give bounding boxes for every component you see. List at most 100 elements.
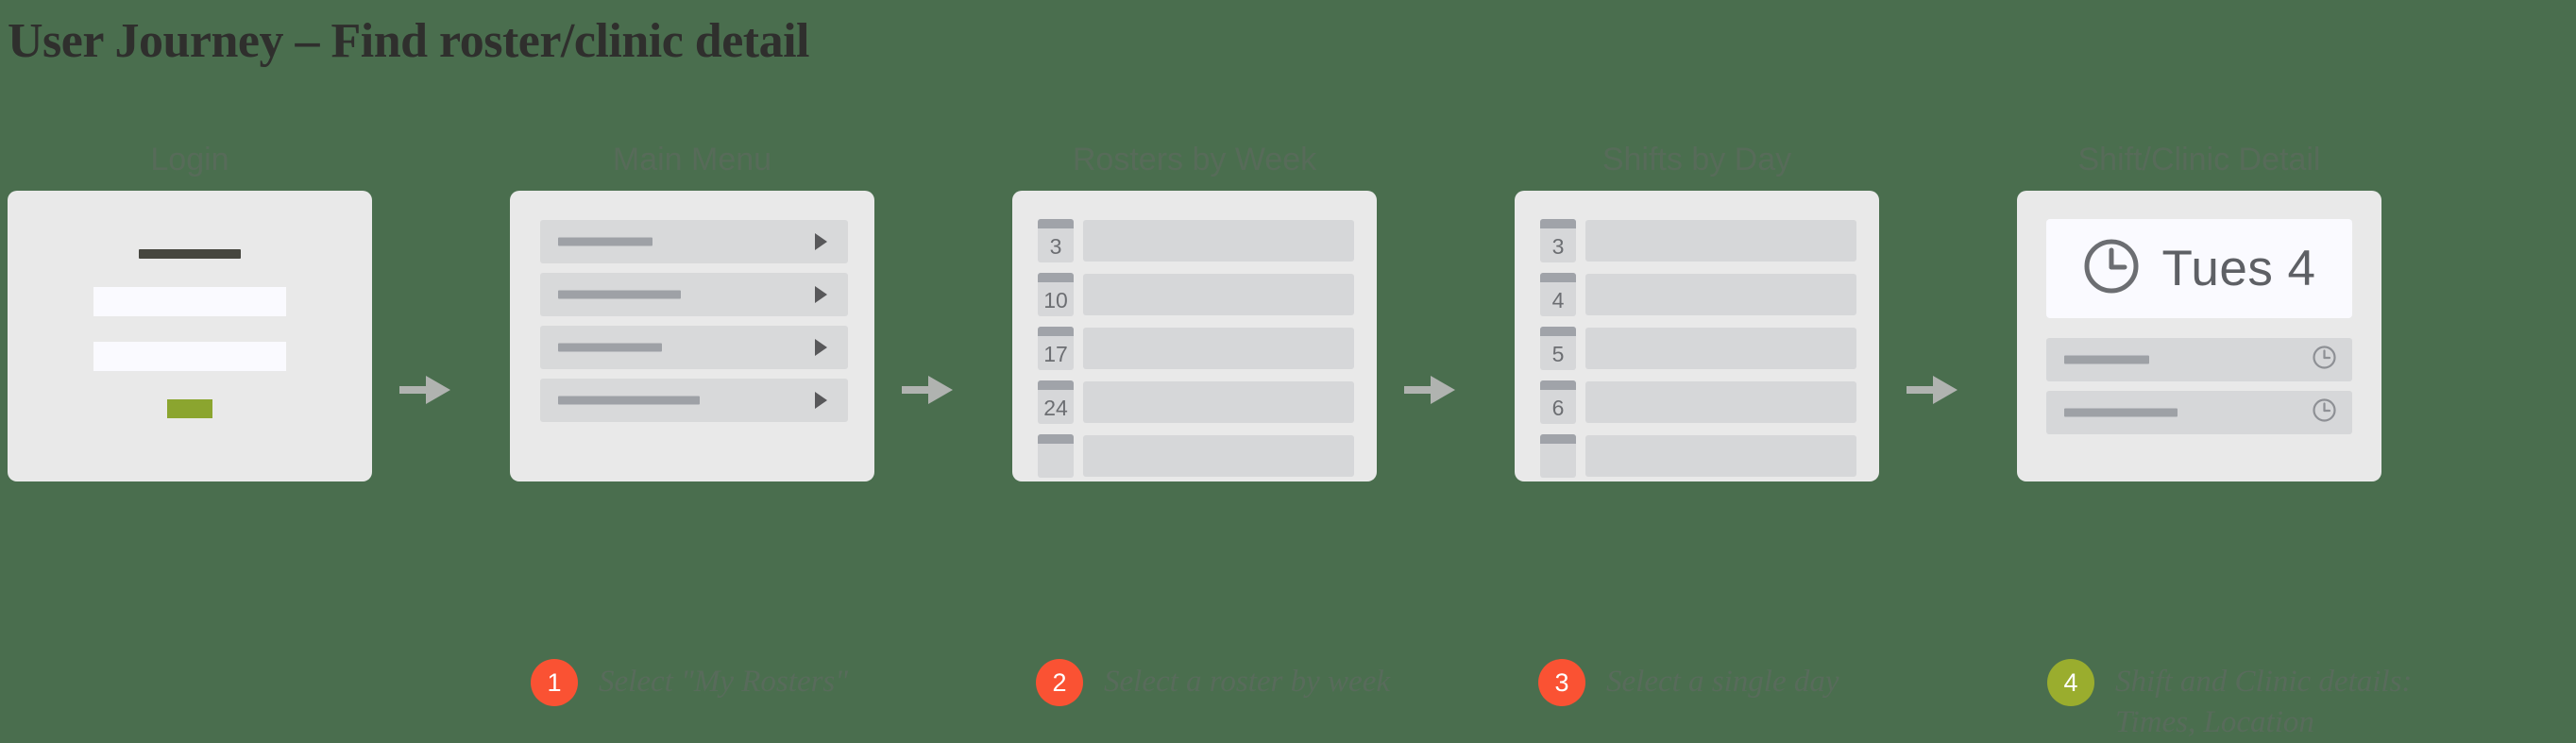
clock-icon: [2312, 345, 2337, 375]
step-3: 3 Select a single day: [1538, 659, 1839, 706]
date-chip-header: [1540, 219, 1576, 228]
step-caption: Shift and Clinic details: Times, Locatio…: [2115, 665, 2413, 739]
arrow-shaft: [1404, 386, 1436, 394]
week-list: 3 10 17: [1038, 219, 1354, 481]
day-row[interactable]: 6: [1540, 380, 1856, 424]
day-row[interactable]: 5: [1540, 327, 1856, 370]
day-row[interactable]: [1540, 434, 1856, 478]
date-chip: 5: [1540, 327, 1576, 370]
menu-item[interactable]: [540, 326, 848, 369]
phone-screen-rosters-by-week: 3 10 17: [1012, 191, 1377, 481]
step-caption: Select a roster by week: [1104, 665, 1390, 699]
date-chip: [1540, 434, 1576, 478]
arrow-shifts-to-detail: [1907, 376, 1957, 404]
week-row[interactable]: 24: [1038, 380, 1354, 424]
date-chip-number: 4: [1551, 288, 1565, 312]
date-chip-header: [1038, 434, 1074, 444]
date-chip-number: 10: [1043, 288, 1068, 312]
date-chip-header: [1038, 219, 1074, 228]
date-chip: 24: [1038, 380, 1074, 424]
detail-row[interactable]: [2046, 391, 2352, 434]
date-chip-number: 17: [1043, 342, 1068, 366]
stage-login: Login: [8, 142, 372, 481]
arrow-rosters-to-shifts: [1404, 376, 1455, 404]
chevron-right-icon: [815, 286, 827, 303]
arrow-head: [1431, 376, 1455, 404]
phone-screen-shift-clinic-detail: Tues 4: [2017, 191, 2381, 481]
chevron-right-icon: [815, 233, 827, 250]
day-row[interactable]: 3: [1540, 219, 1856, 262]
step-caption: Select "My Rosters": [599, 665, 849, 699]
date-chip-header: [1540, 273, 1576, 282]
detail-row-label-placeholder: [2064, 355, 2149, 364]
menu-item[interactable]: [540, 273, 848, 316]
phone-screen-login: [8, 191, 372, 481]
phone-screen-main-menu: [510, 191, 874, 481]
step-2: 2 Select a roster by week: [1036, 659, 1390, 706]
day-row-content-placeholder: [1585, 274, 1856, 315]
username-field[interactable]: [93, 287, 286, 316]
step-badge-number: 2: [1036, 659, 1083, 706]
step-1: 1 Select "My Rosters": [531, 659, 848, 706]
step-caption: Select a single day: [1606, 665, 1839, 699]
date-chip-header: [1540, 434, 1576, 444]
menu-item-label-placeholder: [558, 396, 700, 405]
step-badge-number: 1: [531, 659, 578, 706]
arrow-login-to-menu: [399, 376, 450, 404]
week-row-content-placeholder: [1083, 435, 1354, 477]
stage-shift-clinic-detail: Shift/Clinic Detail Tues 4: [2017, 142, 2381, 481]
date-chip: 17: [1038, 327, 1074, 370]
date-chip: 3: [1038, 219, 1074, 262]
day-row-content-placeholder: [1585, 381, 1856, 423]
week-row[interactable]: [1038, 434, 1354, 478]
date-chip-number: 3: [1551, 234, 1565, 259]
step-badge-number: 3: [1538, 659, 1585, 706]
menu-list: [540, 220, 848, 431]
week-row[interactable]: 10: [1038, 273, 1354, 316]
day-list: 3 4 5: [1540, 219, 1856, 481]
sign-in-button[interactable]: [167, 399, 212, 418]
chevron-right-icon: [815, 339, 827, 356]
password-field[interactable]: [93, 342, 286, 371]
day-row-content-placeholder: [1585, 435, 1856, 477]
stage-shifts-by-day: Shifts by Day 3 4: [1515, 142, 1879, 481]
app-title-placeholder: [139, 249, 241, 259]
date-chip-number: 24: [1043, 396, 1068, 420]
stage-label-shifts-by-day: Shifts by Day: [1602, 142, 1792, 177]
day-row-content-placeholder: [1585, 220, 1856, 262]
arrow-head: [426, 376, 450, 404]
date-chip-number: [1540, 444, 1576, 478]
menu-item-label-placeholder: [558, 343, 662, 352]
week-row-content-placeholder: [1083, 381, 1354, 423]
date-chip: 3: [1540, 219, 1576, 262]
menu-item-label-placeholder: [558, 290, 681, 299]
date-chip-header: [1038, 273, 1074, 282]
detail-row-label-placeholder: [2064, 408, 2178, 417]
week-row-content-placeholder: [1083, 220, 1354, 262]
arrow-shaft: [1907, 386, 1939, 394]
date-chip-header: [1038, 327, 1074, 336]
date-chip-header: [1540, 380, 1576, 390]
week-row-content-placeholder: [1083, 328, 1354, 369]
date-chip: 10: [1038, 273, 1074, 316]
arrow-head: [928, 376, 953, 404]
detail-header-card: Tues 4: [2046, 219, 2352, 318]
week-row[interactable]: 3: [1038, 219, 1354, 262]
date-chip-number: [1038, 444, 1074, 478]
journey-diagram: Login Main Menu: [0, 142, 2576, 739]
date-chip-header: [1038, 380, 1074, 390]
week-row-content-placeholder: [1083, 274, 1354, 315]
date-chip-number: 6: [1551, 396, 1565, 420]
detail-title: Tues 4: [2161, 241, 2316, 296]
stage-label-rosters-by-week: Rosters by Week: [1072, 142, 1317, 177]
date-chip-number: 3: [1049, 234, 1062, 259]
detail-row[interactable]: [2046, 338, 2352, 381]
phone-screen-shifts-by-day: 3 4 5: [1515, 191, 1879, 481]
menu-item[interactable]: [540, 379, 848, 422]
stage-label-login: Login: [150, 142, 229, 177]
step-4: 4 Shift and Clinic details: Times, Locat…: [2047, 659, 2412, 743]
day-row[interactable]: 4: [1540, 273, 1856, 316]
date-chip-number: 5: [1551, 342, 1565, 366]
menu-item[interactable]: [540, 220, 848, 263]
week-row[interactable]: 17: [1038, 327, 1354, 370]
